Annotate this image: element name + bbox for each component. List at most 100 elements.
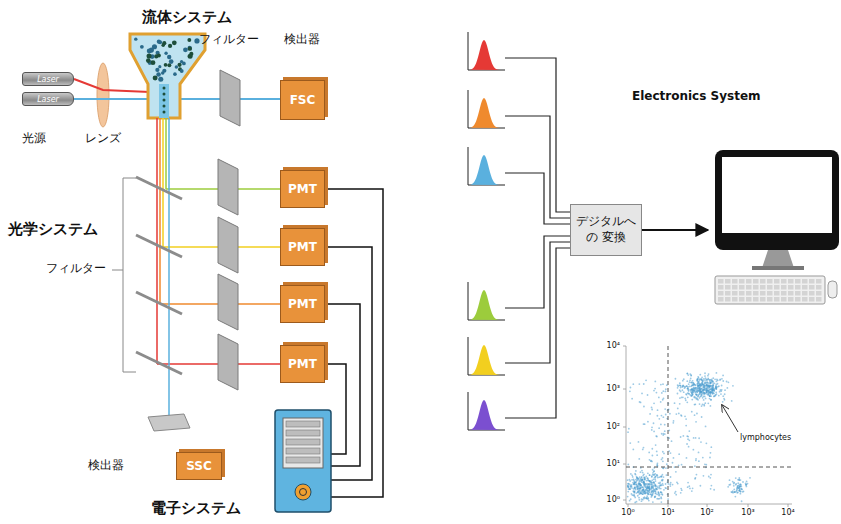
event-dot: [644, 496, 646, 498]
event-dot: [737, 492, 739, 494]
event-dot: [677, 384, 679, 386]
event-dot: [627, 485, 629, 487]
cell-dot: [172, 40, 177, 45]
event-dot: [682, 435, 684, 437]
event-dot: [742, 491, 744, 493]
event-dot: [698, 460, 700, 462]
filter: [220, 70, 240, 126]
event-dot: [658, 418, 660, 420]
cell-dot: [180, 69, 184, 73]
event-dot: [638, 485, 640, 487]
event-dot: [707, 387, 709, 389]
section-title: 電子システム: [151, 500, 241, 517]
event-dot: [685, 385, 687, 387]
key: [732, 285, 738, 290]
event-dot: [650, 488, 652, 490]
event-dot: [677, 387, 679, 389]
key: [760, 291, 766, 296]
event-dot: [720, 393, 722, 395]
cell-dot: [188, 54, 193, 59]
event-dot: [706, 378, 708, 380]
event-dot: [673, 457, 675, 459]
event-dot: [709, 395, 711, 397]
cell-dot: [155, 68, 159, 72]
event-dot: [709, 398, 711, 400]
dichroic-mirror: [136, 292, 182, 314]
key: [718, 291, 724, 296]
monitor-base: [752, 266, 804, 270]
tick-mark: [707, 504, 708, 507]
event-dot: [653, 390, 655, 392]
event-dot: [712, 377, 714, 379]
detector-box: PMT: [280, 285, 325, 323]
event-dot: [740, 483, 742, 485]
event-dot: [635, 474, 637, 476]
event-dot: [631, 487, 633, 489]
emission-beam: [168, 118, 170, 420]
bracket: [123, 178, 136, 372]
event-dot: [703, 393, 705, 395]
event-dot: [707, 402, 709, 404]
event-dot: [706, 391, 708, 393]
event-dot: [691, 395, 693, 397]
event-dot: [680, 387, 682, 389]
event-dot: [700, 389, 702, 391]
event-dot: [661, 480, 663, 482]
event-dot: [637, 485, 639, 487]
event-dot: [692, 382, 694, 384]
event-dot: [665, 487, 667, 489]
event-dot: [726, 387, 728, 389]
event-dot: [684, 415, 686, 417]
event-dot: [638, 383, 640, 385]
event-dot: [660, 485, 662, 487]
event-dot: [702, 457, 704, 459]
detector-box: PMT: [280, 345, 325, 383]
event-dot: [641, 479, 643, 481]
event-dot: [691, 490, 693, 492]
event-dot: [688, 446, 690, 448]
event-dot: [706, 388, 708, 390]
event-dot: [640, 492, 642, 494]
event-dot: [662, 494, 664, 496]
event-dot: [706, 381, 708, 383]
axis-tick: 10⁴: [607, 341, 620, 350]
emission-beam: [165, 118, 167, 189]
event-dot: [671, 440, 673, 442]
event-dot: [647, 480, 649, 482]
event-dot: [698, 437, 700, 439]
event-dot: [739, 489, 741, 491]
event-dot: [693, 387, 695, 389]
event-dot: [684, 397, 686, 399]
event-dot: [659, 484, 661, 486]
event-dot: [654, 496, 656, 498]
event-dot: [690, 389, 692, 391]
event-dot: [644, 477, 646, 479]
event-dot: [710, 392, 712, 394]
event-dot: [709, 395, 711, 397]
event-dot: [699, 374, 701, 376]
event-dot: [705, 464, 707, 466]
event-dot: [642, 489, 644, 491]
event-dot: [653, 470, 655, 472]
event-dot: [704, 392, 706, 394]
event-dot: [634, 491, 636, 493]
event-dot: [661, 459, 663, 461]
event-dot: [686, 457, 688, 459]
event-dot: [660, 401, 662, 403]
event-dot: [658, 488, 660, 490]
event-dot: [646, 477, 648, 479]
event-dot: [652, 501, 654, 503]
event-dot: [675, 413, 677, 415]
key: [774, 279, 780, 284]
event-dot: [704, 382, 706, 384]
key: [732, 297, 738, 302]
event-dot: [660, 491, 662, 493]
cell-dot: [147, 54, 152, 59]
event-dot: [703, 389, 705, 391]
event-dot: [702, 404, 704, 406]
event-dot: [696, 413, 698, 415]
event-dot: [734, 491, 736, 493]
event-dot: [694, 414, 696, 416]
nozzle: [130, 34, 205, 118]
event-dot: [704, 392, 706, 394]
